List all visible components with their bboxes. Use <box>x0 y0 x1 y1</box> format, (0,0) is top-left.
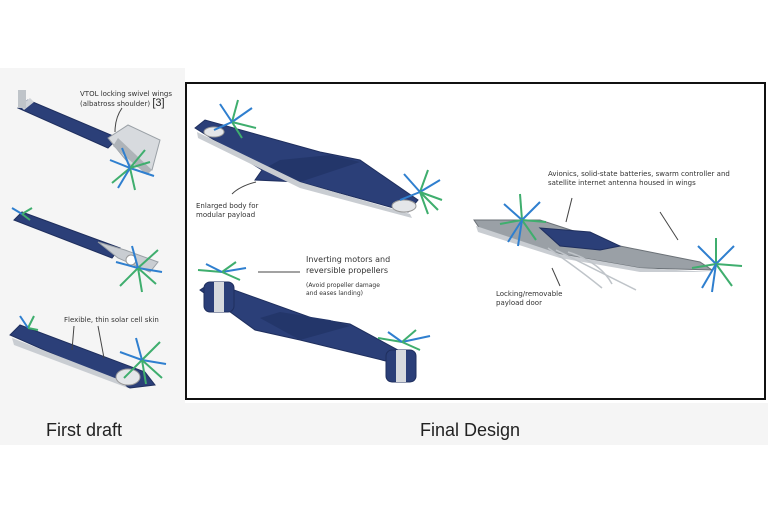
draft-drone-2 <box>11 207 163 293</box>
propeller-icon <box>197 261 247 281</box>
inverting-note-line1: Inverting motors and <box>306 255 391 264</box>
vtol-note: VTOL locking swivel wings (albatross sho… <box>80 90 172 109</box>
first-draft-caption: First draft <box>46 420 123 440</box>
propeller-icon <box>119 337 167 385</box>
enlarged-body-note: Enlarged body for modular payload <box>196 202 258 220</box>
vtol-reference: [3] <box>152 97 165 109</box>
inverting-sub-line1: (Avoid propeller damage <box>306 282 380 289</box>
final-drone-avionics <box>473 193 743 293</box>
payload-door-note: Locking/removable payload door <box>496 290 562 308</box>
final-drone-inverting <box>197 261 431 383</box>
inverting-note-line2: reversible propellers <box>306 266 389 275</box>
propeller-icon <box>399 169 443 215</box>
propeller-icon <box>499 193 547 247</box>
enlarged-note-line1: Enlarged body for <box>196 202 259 210</box>
vtol-note-line2: (albatross shoulder) <box>80 100 151 108</box>
inverting-motors-note: Inverting motors and reversible propelle… <box>306 254 390 276</box>
propeller-icon <box>377 329 431 351</box>
vtol-note-line1: VTOL locking swivel wings <box>80 90 173 98</box>
propeller-icon <box>11 207 33 221</box>
propeller-icon <box>19 315 39 331</box>
draft-drone-1 <box>17 90 161 191</box>
payload-note-line1: Locking/removable <box>496 290 563 298</box>
final-design-panel <box>185 82 766 400</box>
inverting-motors-subnote: (Avoid propeller damage and eases landin… <box>306 282 380 298</box>
payload-note-line2: payload door <box>496 299 542 307</box>
caption-strip <box>0 403 768 445</box>
avionics-note-line1: Avionics, solid-state batteries, swarm c… <box>548 170 730 178</box>
propeller-icon <box>691 238 743 293</box>
inverting-sub-line2: and eases landing) <box>306 290 363 297</box>
final-drone-body <box>194 99 443 218</box>
draft-drone-3 <box>9 315 167 389</box>
solar-skin-note: Flexible, thin solar cell skin <box>64 316 159 324</box>
enlarged-note-line2: modular payload <box>196 211 256 219</box>
final-design-caption: Final Design <box>420 420 521 440</box>
propeller-icon <box>109 147 155 191</box>
propeller-icon <box>213 99 257 139</box>
avionics-note-line2: satellite internet antenna housed in win… <box>548 179 696 187</box>
propeller-icon <box>115 245 163 293</box>
avionics-note: Avionics, solid-state batteries, swarm c… <box>548 170 730 188</box>
